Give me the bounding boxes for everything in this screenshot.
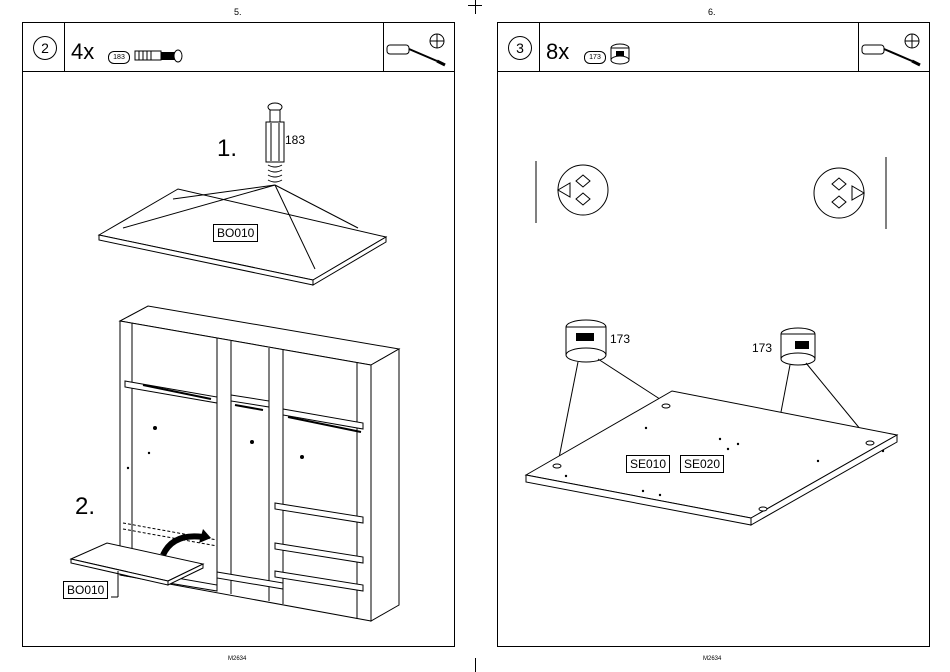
crop-mark-top [475,0,476,14]
footer-code-left: M2634 [228,656,246,662]
step-3-panel: 3 8x 173 [497,22,930,647]
part-tag-se020: SE020 [680,455,724,473]
part-tag-se010: SE010 [626,455,670,473]
crop-mark-top-h [468,5,482,6]
cam-173-label-left: 173 [610,332,630,346]
cam-orientation-right [814,157,886,229]
cam-orientation-left [536,161,608,223]
cam-lock-illustration [498,23,931,648]
step-2-panel: 2 4x 183 1. 183 [22,22,455,647]
board-with-screws-illustration [23,23,456,648]
part-tag-bo010-bottom: BO010 [63,581,108,599]
part-tag-bo010-top: BO010 [213,224,258,242]
crop-mark-bottom [475,658,476,672]
dowel-screw-183 [266,103,284,182]
cam-173-label-right: 173 [752,341,772,355]
substep-2-label: 2. [75,493,95,521]
footer-code-right: M2634 [703,656,721,662]
page-number-right: 6. [708,7,716,17]
page-number-left: 5. [234,7,242,17]
